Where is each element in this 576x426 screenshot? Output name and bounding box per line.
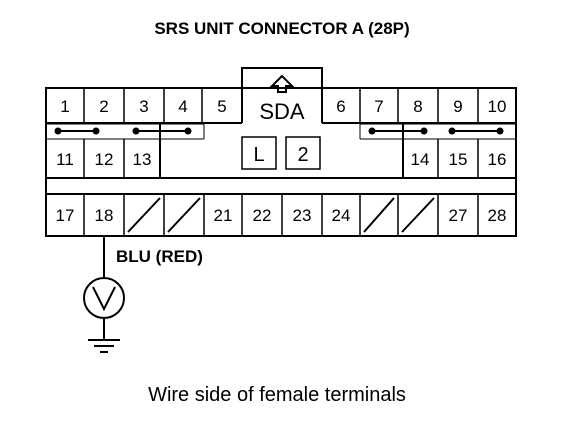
terminal-7: 7 <box>374 97 383 116</box>
key-left-label: L <box>253 144 264 166</box>
connector-body <box>45 67 517 237</box>
terminal-10: 10 <box>488 97 507 116</box>
terminal-2: 2 <box>99 97 108 116</box>
terminal-17: 17 <box>56 206 75 225</box>
wire-color-label: BLU (RED) <box>116 247 203 266</box>
up-arrow-icon <box>269 74 295 93</box>
terminal-5: 5 <box>217 97 226 116</box>
terminal-22: 22 <box>253 206 272 225</box>
terminal-12: 12 <box>95 150 114 169</box>
voltmeter-icon <box>83 277 125 319</box>
diagram-title: SRS UNIT CONNECTOR A (28P) <box>154 19 409 38</box>
terminal-9: 9 <box>453 97 462 116</box>
ground-icon <box>88 339 120 353</box>
terminal-14: 14 <box>411 150 430 169</box>
terminal-15: 15 <box>449 150 468 169</box>
caption: Wire side of female terminals <box>148 384 406 406</box>
terminal-11: 11 <box>56 150 74 169</box>
terminal-27: 27 <box>449 206 468 225</box>
key-box-left <box>241 136 277 170</box>
terminal-16: 16 <box>488 150 507 169</box>
terminal-18: 18 <box>95 206 114 225</box>
terminal-24: 24 <box>332 206 351 225</box>
terminal-3: 3 <box>139 97 148 116</box>
unused-terminal-slashes <box>127 197 435 233</box>
shorting-bar-left <box>46 123 205 140</box>
terminal-23: 23 <box>293 206 312 225</box>
terminal-4: 4 <box>178 97 187 116</box>
terminal-6: 6 <box>336 97 345 116</box>
terminal-1: 1 <box>60 97 69 116</box>
key-box-right <box>285 136 321 170</box>
key-right-label: 2 <box>297 144 308 166</box>
terminal-28: 28 <box>488 206 507 225</box>
terminal-13: 13 <box>133 150 152 169</box>
terminal-21: 21 <box>214 206 233 225</box>
shorting-bar-right <box>359 123 516 140</box>
terminal-8: 8 <box>413 97 422 116</box>
sda-label: SDA <box>259 99 305 124</box>
